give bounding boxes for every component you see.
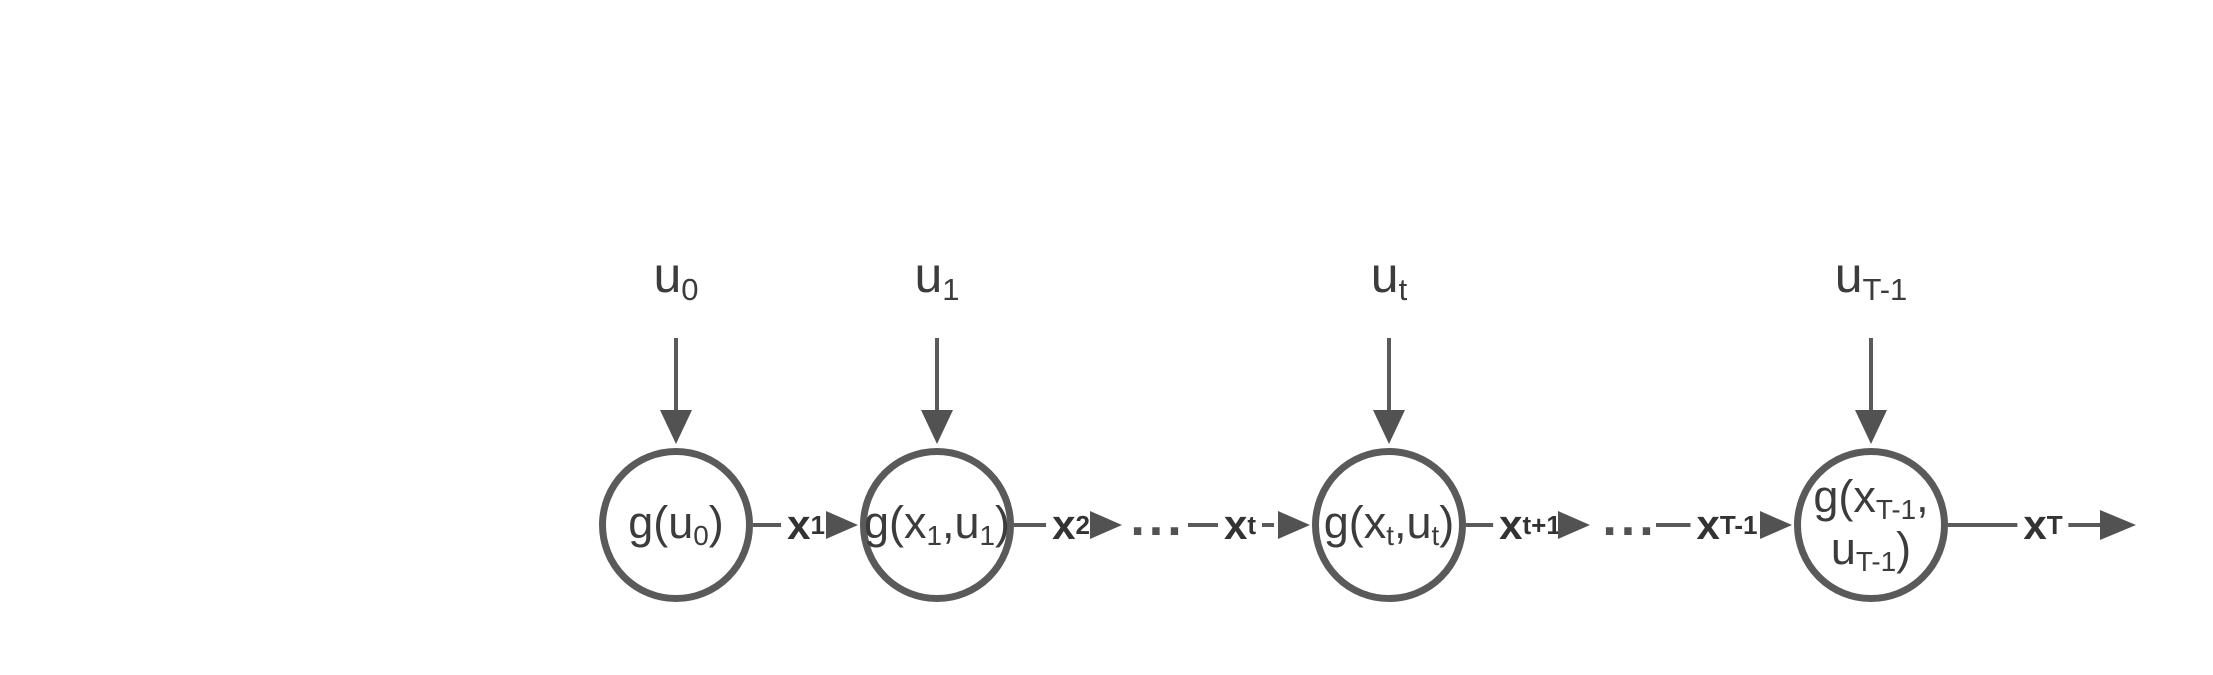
state-node-circle-g1: g(x1,u1) [860,448,1014,602]
node-label-text: , [1916,471,1929,523]
node-label-text: ) [708,497,724,549]
node-label-sub: 1 [926,520,942,552]
input-label-sub: t [1398,271,1408,307]
node-label-sub: 1 [979,520,996,552]
node-label-text: g(u [628,497,694,549]
state-node-circle-gT-minus-1: g(xT-1, uT-1) [1794,448,1948,602]
input-arrow-shaft [1387,338,1391,412]
transition-arrowhead-right-icon [1760,511,1792,539]
input-arrowhead-down-icon [921,410,953,444]
output-arrowhead-right-icon [2100,510,2136,540]
edge-label-base: x [2023,501,2047,548]
input-label-base: u [1834,247,1863,303]
input-label-u1: u1 [837,248,1037,317]
input-label-base: u [1370,247,1399,303]
input-label-base: u [914,247,943,303]
node-label-line2: uT-1) [1813,525,1928,577]
edge-label-sub: t [1247,509,1257,540]
node-label-line1: g(xT-1, [1813,473,1928,525]
state-node-circle-gt: g(xt,ut) [1312,448,1466,602]
edge-label-sub: t+1 [1522,509,1561,540]
node-label-text: ) [1439,497,1455,549]
transition-arrowhead-right-icon [1278,511,1310,539]
input-arrow-shaft [935,338,939,412]
node-label-text: g(x [1813,471,1876,523]
edge-label-sub: 2 [1075,509,1090,540]
edge-label-base: x [1696,501,1720,548]
node-label-sub: T-1 [1875,494,1917,526]
edge-label-sub: T [2046,509,2063,540]
node-label-text: g(x [1323,497,1387,549]
input-label-sub: 1 [942,271,960,307]
node-label-sub: T-1 [1855,545,1897,577]
state-node-circle-g0: g(u0) [599,448,753,602]
node-label-sub: t [1386,520,1394,552]
node-label-text: ) [1896,523,1912,574]
input-label-base: u [653,247,682,303]
input-label-uT-minus-1: uT-1 [1771,248,1971,317]
edge-label-base: x [1223,501,1248,548]
node-label: g(xt,ut) [1324,499,1455,551]
node-label-sub: 0 [693,520,709,552]
node-label-text: u [1830,523,1856,574]
edge-label-base: x [787,501,811,548]
edge-label-base: x [1052,501,1076,548]
transition-arrowhead-right-icon [1090,511,1122,539]
node-label-text: ,u [942,497,980,549]
node-label: g(u0) [628,499,724,551]
input-arrow-shaft [1869,338,1873,412]
edge-label-sub: 1 [810,509,825,540]
transition-arrowhead-right-icon [826,511,858,539]
ellipsis-right: ... [1602,489,1658,547]
input-label-sub: 0 [681,271,699,307]
node-label: g(x1,u1) [864,499,1010,551]
input-arrowhead-down-icon [660,410,692,444]
node-label-text: ,u [1393,497,1432,549]
input-label-u0: u0 [576,248,776,317]
node-label-text: ) [995,497,1011,549]
transition-arrowhead-right-icon [1558,511,1590,539]
input-arrowhead-down-icon [1855,410,1887,444]
input-arrow-shaft [674,338,678,412]
input-label-sub: T-1 [1862,271,1908,307]
input-arrowhead-down-icon [1373,410,1405,444]
node-label-sub: t [1431,520,1440,552]
edge-label-sub: T-1 [1719,509,1758,540]
node-label-text: g(x [863,497,927,549]
ellipsis-left: ... [1130,489,1186,547]
edge-label-base: x [1499,501,1523,548]
node-label: g(xT-1, uT-1) [1813,473,1928,576]
input-label-ut: ut [1289,248,1489,317]
